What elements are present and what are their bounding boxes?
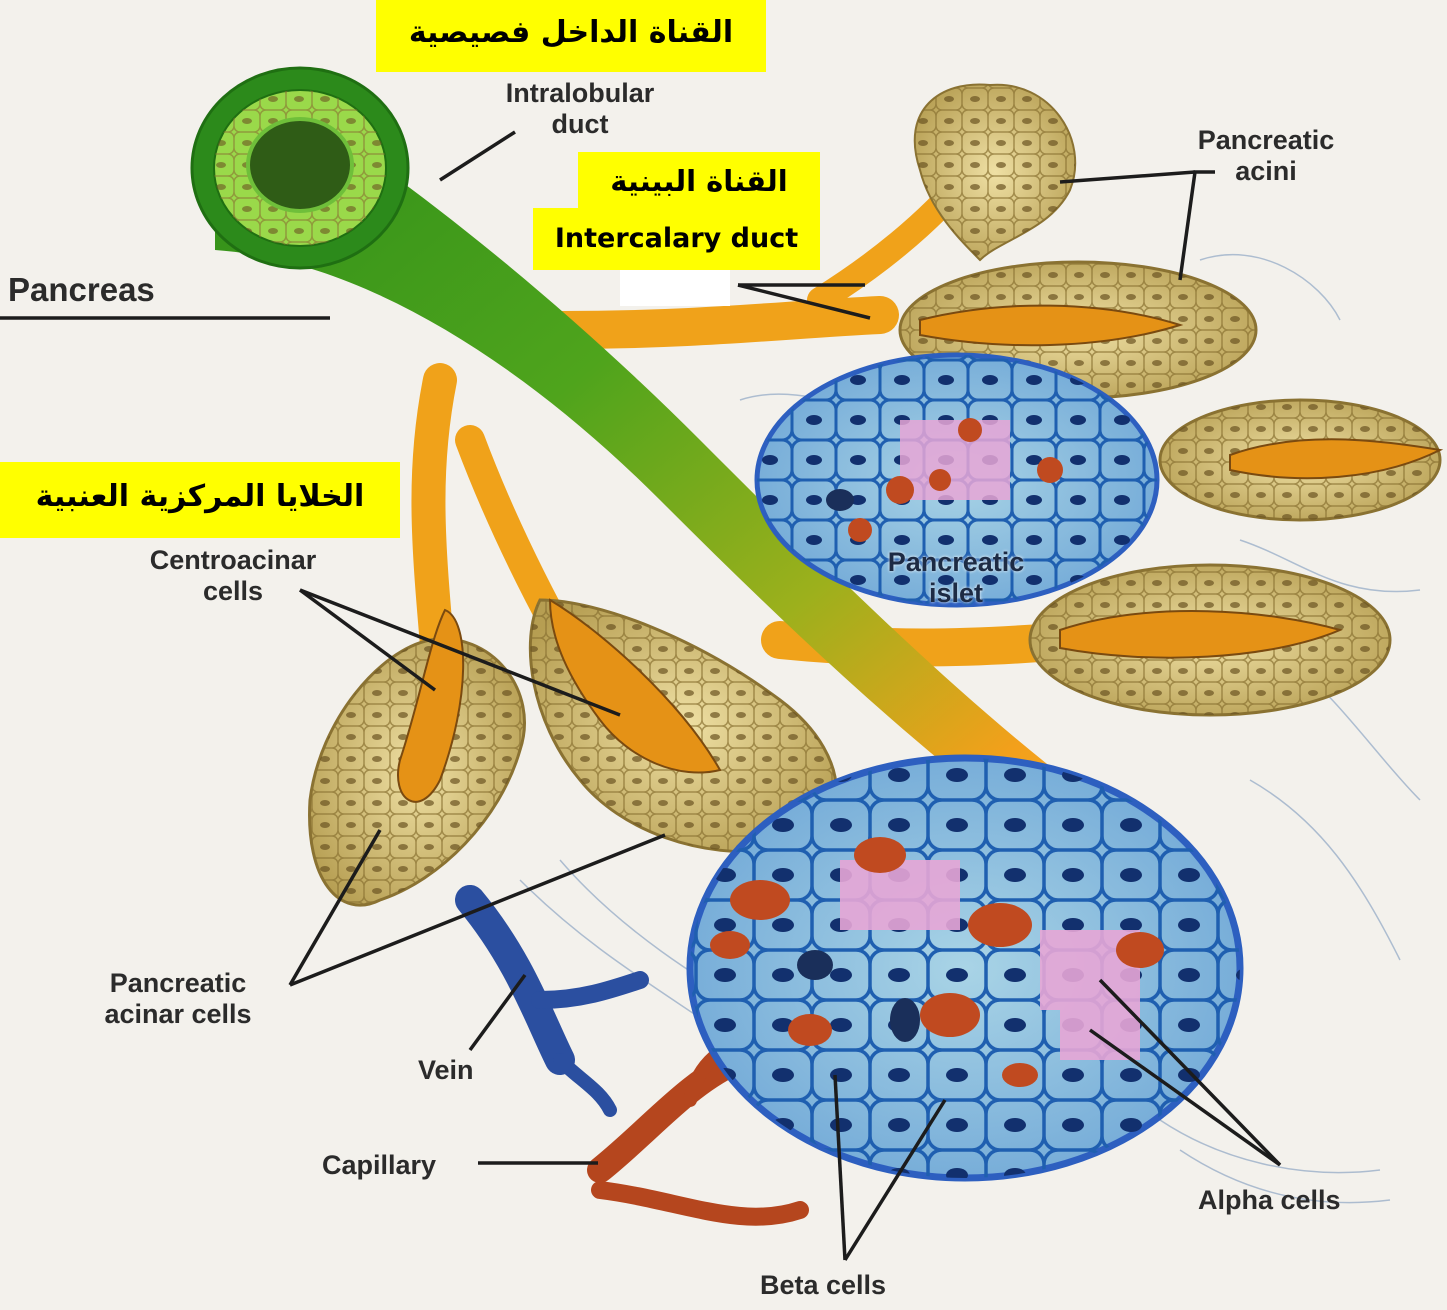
highlight-intralobular-arabic: القناة الداخل فصيصية [376, 0, 766, 72]
label-pancreatic-acinar-cells: Pancreaticacinar cells [78, 968, 278, 1030]
highlight-intercalary-english: Intercalary duct [533, 208, 820, 270]
label-alpha-cells: Alpha cells [1198, 1185, 1341, 1216]
label-beta-cells: Beta cells [760, 1270, 886, 1301]
highlight-intercalary-arabic: القناة البينية [578, 152, 820, 210]
highlight-centroacinar-arabic: الخلايا المركزية العنبية [0, 462, 400, 538]
white-patch [620, 270, 730, 306]
label-capillary: Capillary [322, 1150, 436, 1181]
label-intralobular-duct: Intralobularduct [482, 78, 678, 140]
duct-lumen [248, 119, 352, 211]
beta-cell [730, 880, 790, 920]
label-centroacinar-cells: Centroacinarcells [118, 545, 348, 607]
alpha-cell-region [840, 860, 960, 930]
label-pancreatic-acini: Pancreaticacini [1168, 125, 1364, 187]
label-pancreatic-islet: Pancreaticislet [866, 547, 1046, 609]
vein-vessel [470, 900, 640, 1110]
label-pancreas: Pancreas [8, 272, 155, 308]
label-vein: Vein [418, 1055, 474, 1086]
